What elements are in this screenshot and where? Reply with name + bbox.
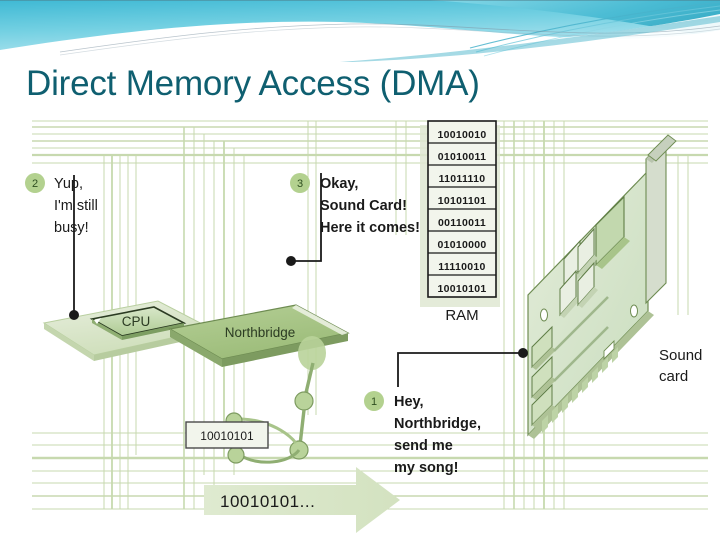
callout-2-line-0: Yup,	[54, 176, 83, 192]
sound-card-label-line1: Sound	[659, 347, 702, 364]
callout-2: 2 Yup, I'm still busy!	[25, 173, 98, 236]
ram-rows: 10010010 01010011 11011110 10101101 0011…	[428, 129, 496, 295]
ram-row-1: 01010011	[438, 151, 487, 163]
callout-1-line-3: my song!	[394, 460, 458, 476]
callout-3: 3 Okay, Sound Card! Here it comes!	[290, 173, 420, 236]
slide-header-banner	[0, 0, 720, 62]
callout-2-line-2: busy!	[54, 220, 89, 236]
ram-row-2: 11011110	[439, 173, 486, 185]
leader-dot-sound-card	[518, 348, 528, 358]
ram-row-4: 00110011	[438, 217, 486, 229]
data-stream-value: 10010101...	[220, 492, 315, 511]
callout-1-line-0: Hey,	[394, 394, 424, 410]
callout-1: 1 Hey, Northbridge, send me my song!	[364, 391, 481, 476]
sound-card-label-line2: card	[659, 368, 688, 385]
callout-1-badge	[364, 391, 384, 411]
callout-1-number: 1	[371, 396, 377, 408]
leader-dot-cpu	[69, 310, 79, 320]
page-title: Direct Memory Access (DMA)	[26, 64, 480, 103]
callout-2-badge	[25, 173, 45, 193]
leader-lines	[69, 173, 528, 387]
ram-row-5: 01010000	[437, 239, 486, 251]
callout-1-line-2: send me	[394, 438, 453, 454]
callout-3-line-0: Okay,	[320, 176, 358, 192]
callout-3-badge	[290, 173, 310, 193]
leader-line-sound-card	[397, 352, 521, 387]
callout-3-line-2: Here it comes!	[320, 220, 420, 236]
northbridge-label: Northbridge	[225, 325, 296, 340]
cpu-label: CPU	[122, 314, 151, 329]
ram-module: 10010010 01010011 11011110 10101101 0011…	[420, 120, 500, 324]
dma-diagram: 10010010 01010011 11011110 10101101 0011…	[8, 115, 712, 535]
callout-3-line-1: Sound Card!	[320, 198, 407, 214]
callout-2-number: 2	[32, 178, 38, 190]
data-stream-arrow: 10010101...	[204, 467, 400, 533]
callout-2-line-1: I'm still	[54, 198, 98, 214]
ram-row-7: 10010101	[437, 283, 486, 295]
sound-card-component: Sound card	[527, 134, 702, 439]
ram-row-6: 11110010	[438, 261, 485, 273]
data-packet: 10010101	[185, 421, 269, 449]
ram-label: RAM	[445, 307, 478, 324]
data-packet-value: 10010101	[200, 429, 254, 443]
circuit-trace-background	[32, 120, 708, 510]
callout-3-number: 3	[297, 178, 303, 190]
ram-row-0: 10010010	[437, 129, 486, 141]
stream-arrow-shape	[204, 467, 400, 533]
leader-dot-northbridge	[286, 256, 296, 266]
callout-1-line-1: Northbridge,	[394, 416, 481, 432]
ram-row-3: 10101101	[438, 195, 487, 207]
leader-line-northbridge	[293, 173, 322, 262]
